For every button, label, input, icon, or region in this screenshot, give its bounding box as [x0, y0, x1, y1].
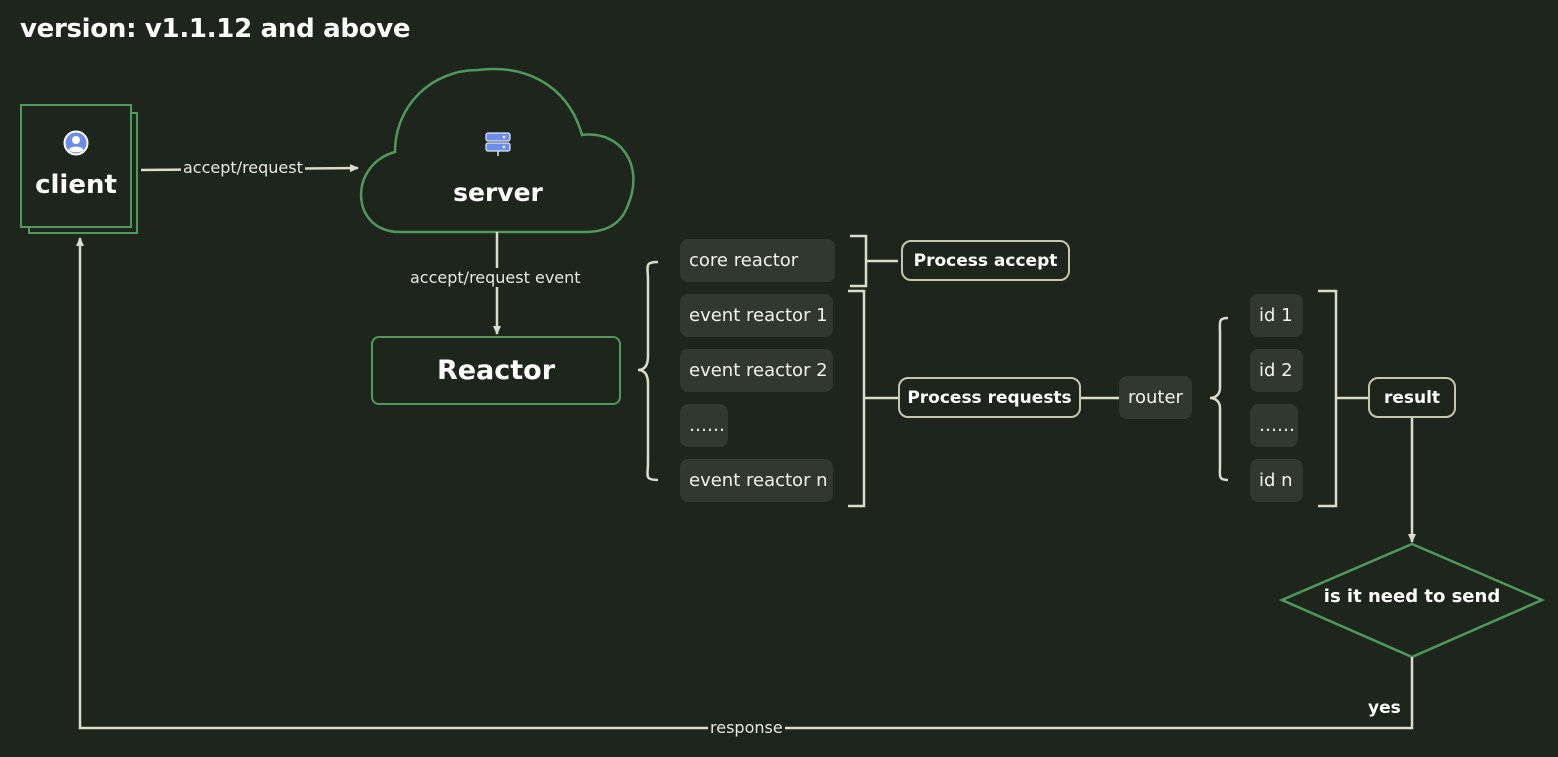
event-bracket — [848, 289, 898, 508]
event-reactor-ellipsis-node: …… — [680, 404, 728, 447]
edge-label-accept-request-event: accept/request event — [408, 268, 583, 287]
reactor-brace — [637, 260, 659, 482]
id-ellipsis-node: …… — [1250, 404, 1298, 447]
ids-brace — [1209, 316, 1229, 482]
user-circle-icon — [63, 130, 89, 156]
event-reactor-2-node: event reactor 2 — [680, 349, 833, 392]
edge-label-yes: yes — [1368, 698, 1401, 718]
edge-label-accept-request: accept/request — [181, 158, 305, 177]
client-node: client — [20, 104, 132, 228]
id-2-node: id 2 — [1250, 349, 1303, 392]
id-1-node: id 1 — [1250, 294, 1303, 337]
id-n-node: id n — [1250, 459, 1303, 502]
reactor-node: Reactor — [371, 336, 621, 405]
ids-bracket — [1318, 289, 1368, 508]
result-node: result — [1368, 377, 1456, 418]
server-label: server — [453, 178, 543, 207]
process-requests-node: Process requests — [898, 377, 1081, 418]
core-reactor-node: core reactor — [680, 239, 835, 282]
event-reactor-1-node: event reactor 1 — [680, 294, 833, 337]
event-reactor-n-node: event reactor n — [680, 459, 833, 502]
server-icon — [485, 132, 511, 156]
decision-label: is it need to send — [1323, 586, 1501, 607]
core-bracket — [850, 234, 898, 288]
edge-label-response: response — [708, 718, 785, 737]
process-accept-node: Process accept — [901, 240, 1070, 281]
diagram-title: version: v1.1.12 and above — [20, 14, 411, 44]
client-label: client — [35, 170, 117, 200]
router-node: router — [1119, 376, 1192, 419]
